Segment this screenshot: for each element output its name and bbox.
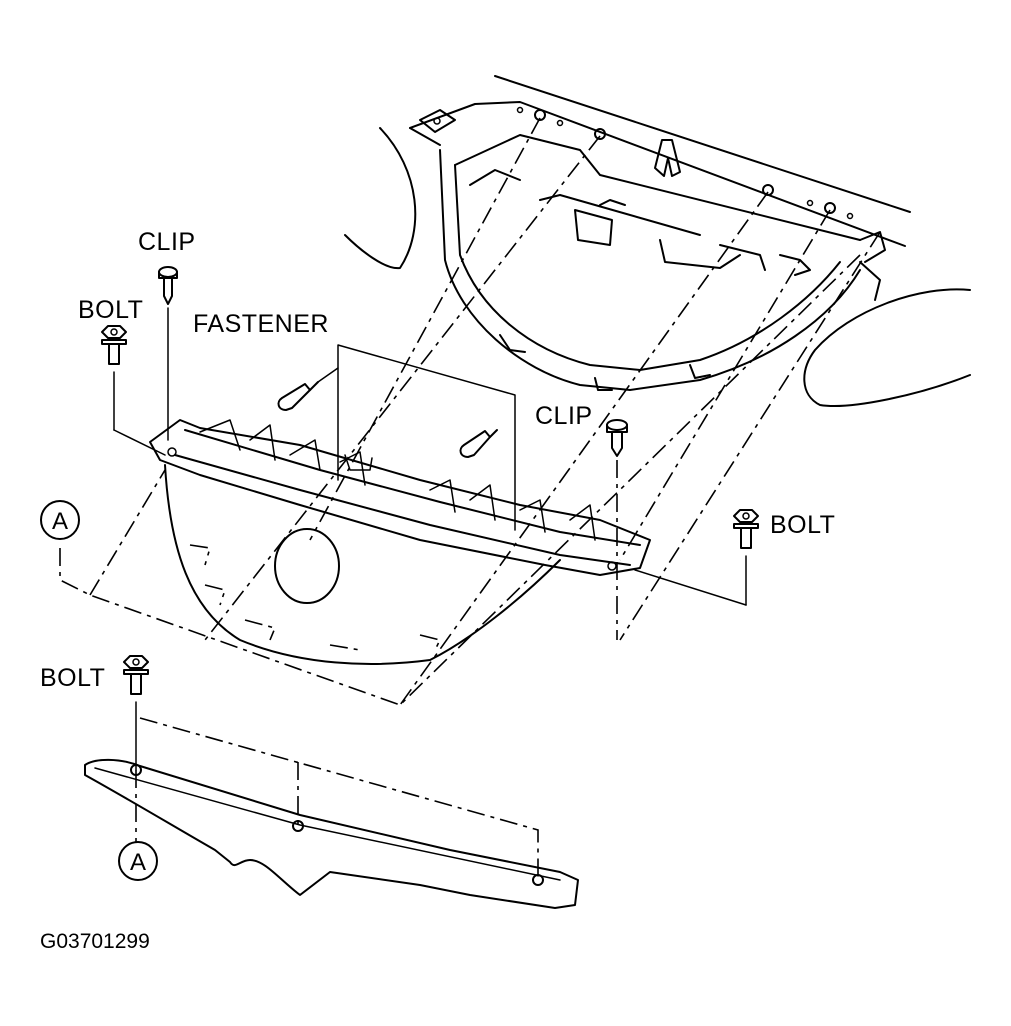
clip-right-label: CLIP (535, 402, 593, 430)
vehicle-front-body (344, 75, 971, 407)
clip-top-label: CLIP (138, 228, 196, 256)
bolt-right-label: BOLT (770, 511, 836, 539)
bolt-right-icon (634, 509, 759, 606)
grille-assembly (149, 419, 651, 665)
bolt-bottom-icon (123, 655, 149, 771)
fastener-icon (277, 344, 516, 531)
callout-a-upper-label: A (52, 508, 68, 535)
alignment-lines (59, 117, 881, 878)
bolt-left-icon (101, 325, 166, 456)
figure-id: G03701299 (40, 930, 150, 953)
clip-right-icon (606, 419, 628, 640)
callout-a-upper (40, 500, 80, 540)
fastener-label: FASTENER (193, 310, 329, 338)
callout-a-lower-label: A (130, 849, 146, 876)
bolt-bottom-label: BOLT (40, 664, 106, 692)
lower-trim-panel (84, 758, 579, 909)
bolt-left-label: BOLT (78, 296, 144, 324)
clip-top-icon (158, 266, 178, 441)
callout-a-lower (118, 841, 158, 881)
